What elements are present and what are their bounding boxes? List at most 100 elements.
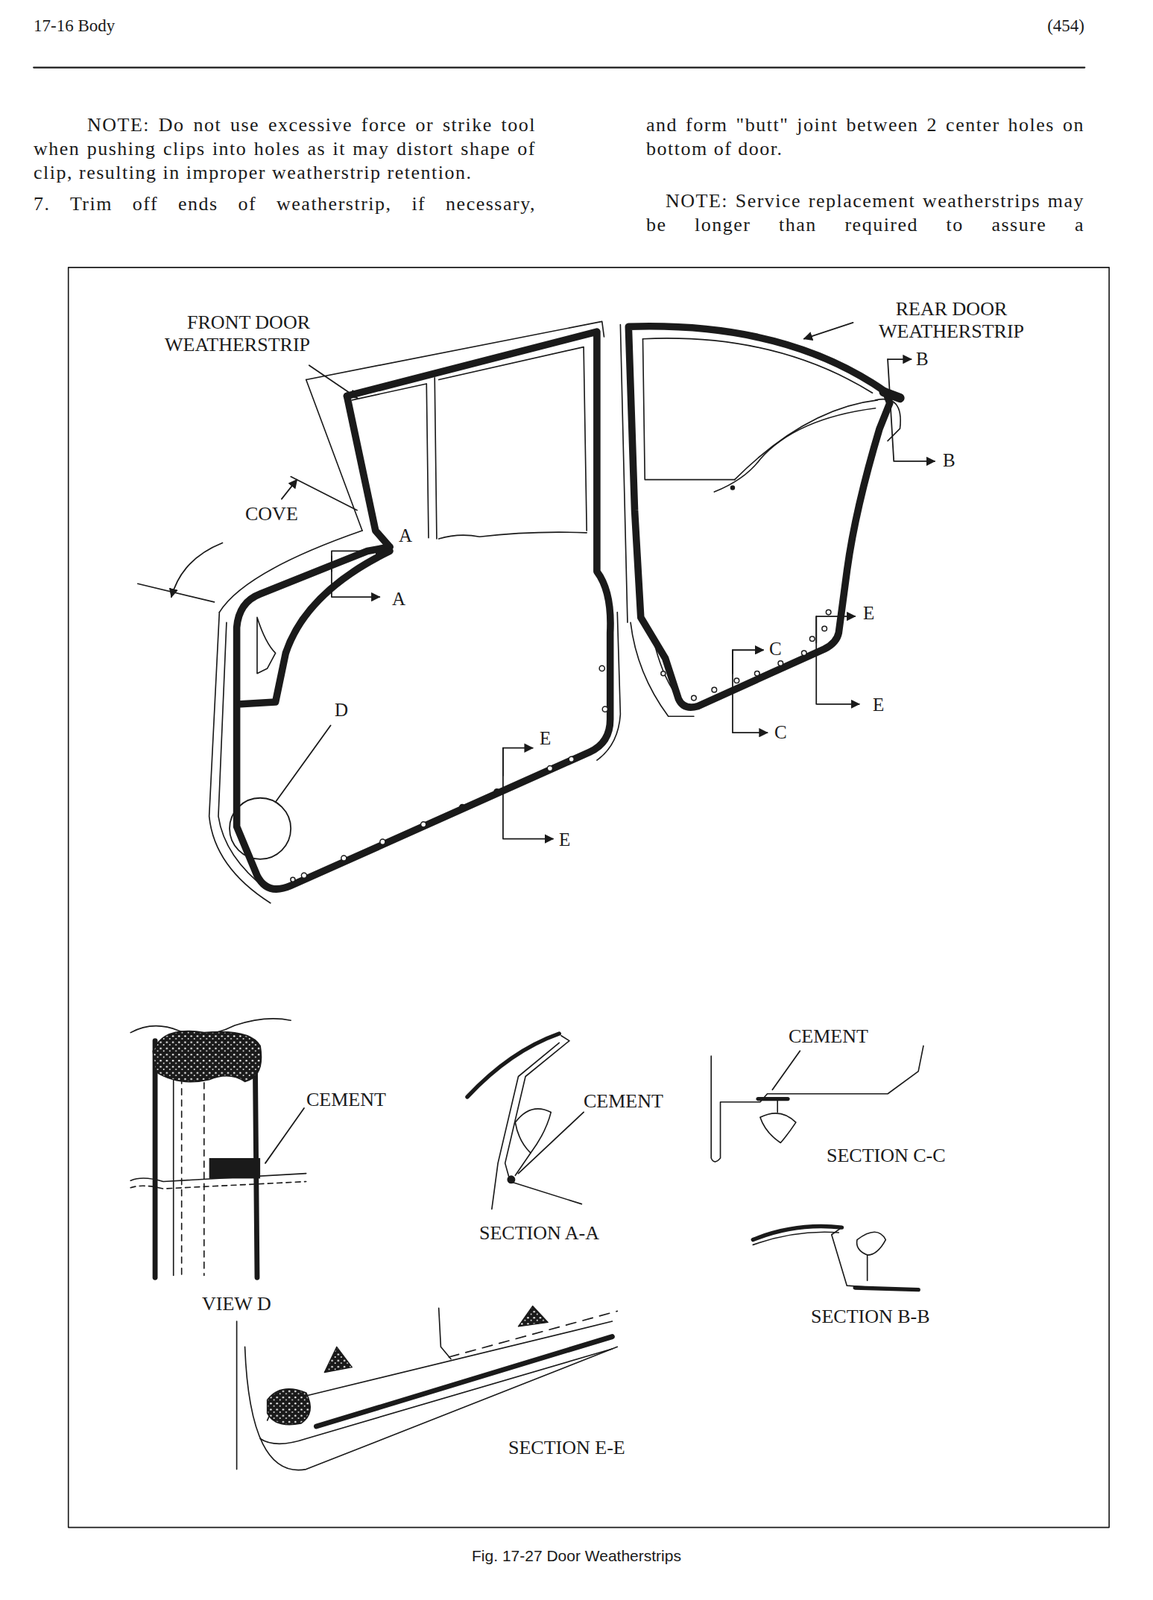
illustration-part xyxy=(331,550,384,571)
section-letter: C xyxy=(769,638,782,661)
page-number: (454) xyxy=(1047,16,1085,36)
illustration-part xyxy=(734,678,740,684)
section-letter: B xyxy=(942,450,956,472)
illustration-part xyxy=(816,616,859,705)
illustration-part xyxy=(380,839,386,845)
illustration-part xyxy=(229,798,291,860)
part-label: COVE xyxy=(245,503,299,526)
illustration-part xyxy=(866,1255,869,1281)
illustration-part xyxy=(152,1041,159,1279)
illustration-part xyxy=(438,347,588,531)
illustration-part xyxy=(33,66,1085,68)
illustration-part xyxy=(801,650,808,656)
illustration-part xyxy=(691,695,697,701)
illustration-part xyxy=(331,556,380,597)
view-title: SECTION E-E xyxy=(508,1436,626,1460)
illustration-part xyxy=(732,649,764,674)
illustration-part xyxy=(714,408,875,492)
illustration-part xyxy=(732,649,768,733)
illustration-part xyxy=(137,321,621,903)
illustration-part xyxy=(776,1100,779,1113)
illustration-part xyxy=(236,1321,238,1470)
illustration-part xyxy=(831,1227,919,1291)
illustration-part xyxy=(421,822,427,828)
body-note: NOTE: Service replacement weatherstrips … xyxy=(646,189,1085,238)
illustration-part xyxy=(503,748,533,776)
illustration-part xyxy=(883,392,901,398)
section-letter: E xyxy=(863,602,875,625)
section-letter: A xyxy=(398,525,413,548)
illustration-part xyxy=(760,1113,796,1144)
text-column: NOTE: Do not use excessive force or stri… xyxy=(33,113,536,217)
illustration-part xyxy=(265,1108,305,1164)
illustration-part xyxy=(459,804,466,811)
part-label: CEMENT xyxy=(583,1090,664,1113)
illustration-part xyxy=(275,725,331,803)
section-letter: E xyxy=(558,829,571,852)
illustration-part xyxy=(281,479,298,500)
illustration-part xyxy=(260,1349,612,1444)
illustration-part xyxy=(257,617,276,674)
illustration-part xyxy=(438,532,588,539)
illustration-part xyxy=(711,1045,924,1162)
illustration-part xyxy=(711,1045,924,1162)
illustration-part xyxy=(628,326,890,708)
illustration-part xyxy=(219,530,363,613)
view-title: SECTION C-C xyxy=(826,1144,946,1168)
illustration-part xyxy=(517,1306,548,1327)
part-label: CEMENT xyxy=(788,1025,869,1048)
view-title: SECTION A-A xyxy=(479,1222,600,1245)
figure-caption: Fig. 17-27 Door Weatherstrips xyxy=(0,1547,1153,1566)
illustration-part xyxy=(772,1050,800,1090)
illustration-part xyxy=(171,543,223,598)
illustration-part xyxy=(732,322,935,733)
illustration-part xyxy=(237,331,611,890)
illustration-part xyxy=(854,1287,919,1291)
illustration-part xyxy=(438,1308,451,1359)
view-letter: D xyxy=(334,699,349,722)
illustration-part xyxy=(752,1227,919,1291)
body-step: 7. Trim off ends of weatherstrip, if nec… xyxy=(33,192,536,217)
illustration-part xyxy=(730,485,735,490)
view-title: SECTION B-B xyxy=(810,1305,931,1329)
view-title: VIEW D xyxy=(201,1293,272,1316)
illustration-part xyxy=(68,267,1110,1528)
illustration-part xyxy=(152,1031,261,1083)
illustration-part xyxy=(309,365,554,839)
illustration-part xyxy=(324,1346,352,1373)
part-label: CEMENT xyxy=(306,1088,387,1112)
section-letter: A xyxy=(392,588,406,611)
text-column: and form "butt" joint between 2 center h… xyxy=(646,113,1085,238)
illustration-part xyxy=(825,609,832,615)
illustration-part xyxy=(33,67,1110,1528)
body-note: NOTE: Do not use excessive force or stri… xyxy=(33,113,536,185)
illustration-part xyxy=(661,671,666,676)
illustration-part xyxy=(267,1389,311,1426)
illustration-part xyxy=(809,636,815,642)
illustration-part xyxy=(181,1066,183,1276)
illustration-part xyxy=(602,706,608,712)
illustration-part xyxy=(290,877,296,882)
illustration-part xyxy=(711,687,717,693)
page-header: 17-16 Body xyxy=(33,16,115,36)
illustration-part xyxy=(494,789,501,796)
illustration-part xyxy=(341,855,347,861)
illustration-part xyxy=(506,1175,516,1184)
illustration-part xyxy=(599,665,605,671)
body-text: and form "butt" joint between 2 center h… xyxy=(646,113,1085,161)
illustration-part xyxy=(757,1097,788,1101)
illustration-part xyxy=(301,872,307,878)
section-letter: E xyxy=(539,728,551,750)
illustration-part xyxy=(267,1321,613,1421)
illustration-part xyxy=(172,1061,175,1276)
illustration-part xyxy=(752,1232,839,1245)
illustration-part xyxy=(804,322,854,340)
illustration-part xyxy=(209,1158,261,1179)
illustration-part xyxy=(568,756,574,762)
illustration-part xyxy=(309,365,358,398)
illustration-part xyxy=(491,1035,582,1210)
illustration-part xyxy=(734,400,878,480)
illustration-part xyxy=(434,377,437,539)
